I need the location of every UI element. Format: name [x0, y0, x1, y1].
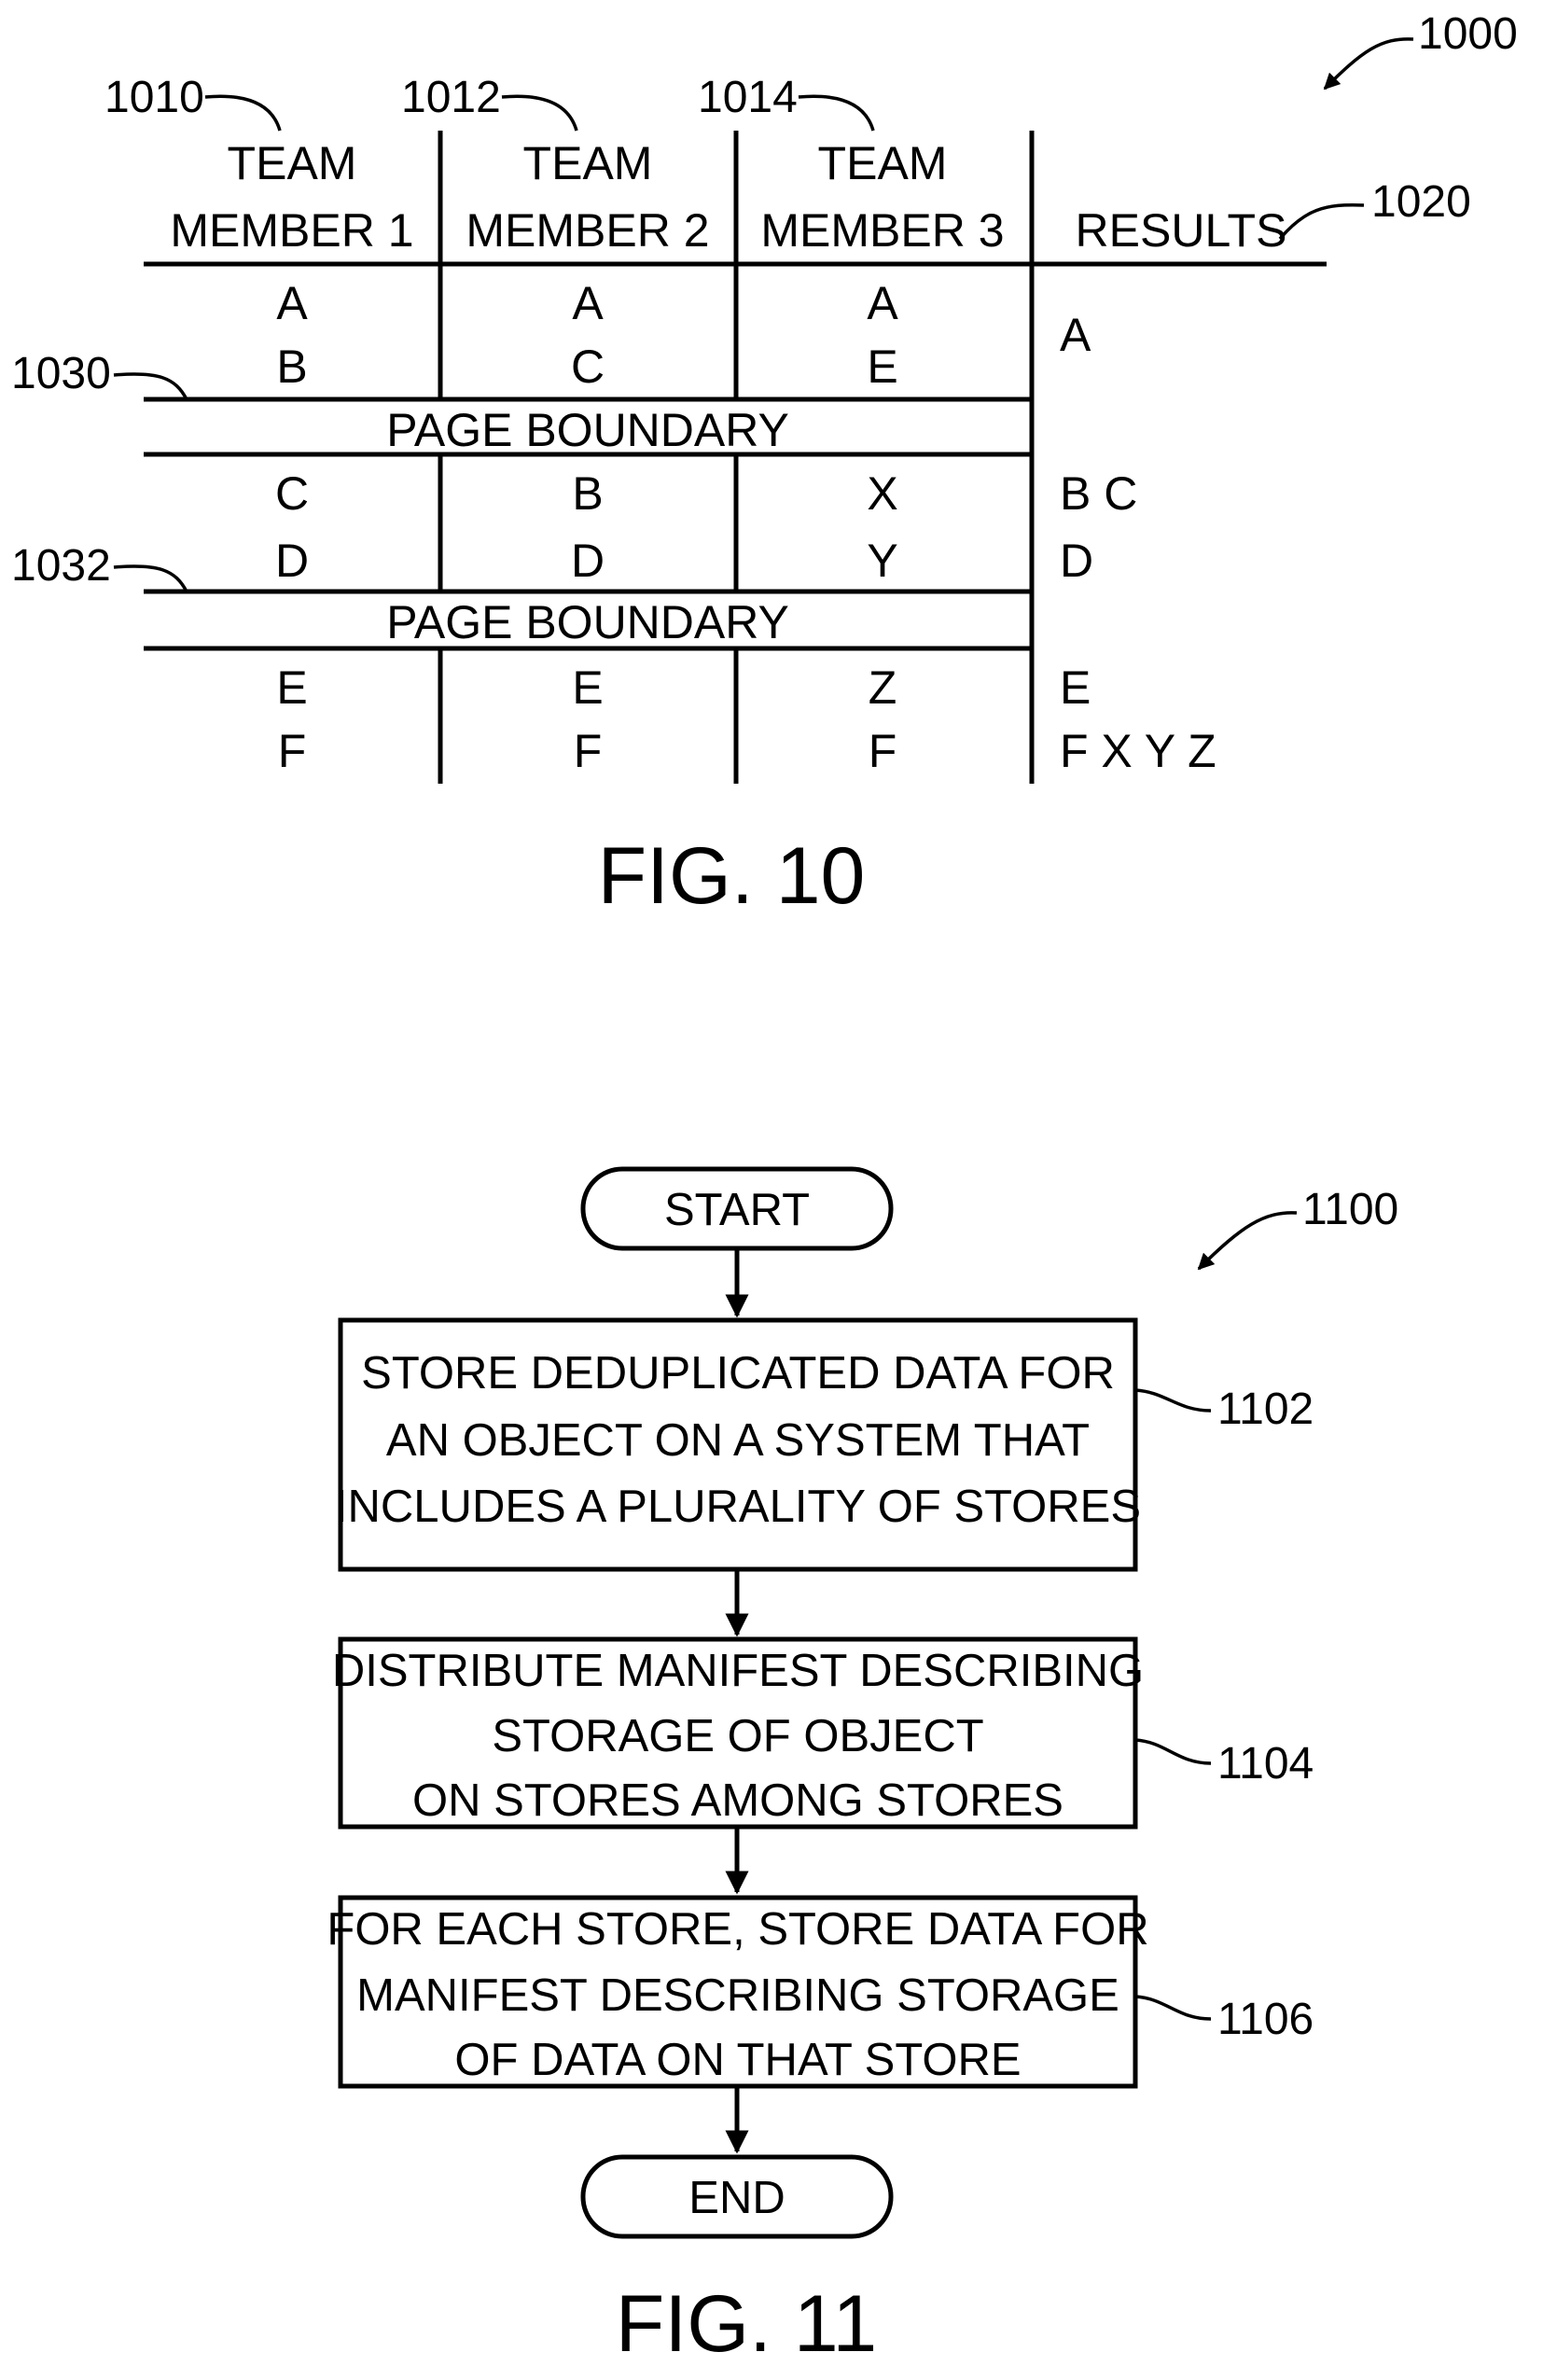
ref-1020: 1020: [1371, 177, 1471, 227]
col-header-results: RESULTS: [1076, 204, 1287, 257]
ref-1030: 1030: [11, 349, 111, 398]
step-1104-line3: ON STORES AMONG STORES: [412, 1775, 1063, 1826]
results-column: A B C D E F X Y Z: [1060, 309, 1216, 777]
cell-r6-c1: F: [278, 725, 307, 777]
end-label: END: [688, 2173, 785, 2223]
table-rows: A A A B C E C B X D D Y E E Z F F F: [275, 277, 898, 777]
result-4: E: [1060, 661, 1091, 714]
cell-r1-c3: A: [867, 277, 898, 329]
step-1106-line1: FOR EACH STORE, STORE DATA FOR: [327, 1904, 1148, 1955]
cell-r1-c1: A: [276, 277, 308, 329]
step-1102-line3: INCLUDES A PLURALITY OF STORES: [335, 1482, 1141, 1532]
cell-r5-c3: Z: [869, 661, 897, 714]
ref-1032-leader: [114, 566, 187, 592]
ref-1020-leader: [1280, 205, 1364, 239]
ref-1100-leader: [1199, 1213, 1297, 1269]
col-header-1-line2: MEMBER 1: [170, 204, 413, 257]
cell-r4-c2: D: [571, 535, 605, 587]
ref-1010-leader: [205, 96, 280, 131]
cell-r3-c1: C: [275, 467, 309, 520]
step-1102-line2: AN OBJECT ON A SYSTEM THAT: [386, 1415, 1090, 1466]
ref-1106: 1106: [1217, 1995, 1314, 2044]
ref-1014-leader: [799, 96, 873, 131]
step-1102-line1: STORE DEDUPLICATED DATA FOR: [361, 1348, 1115, 1399]
ref-1106-leader: [1135, 1997, 1211, 2019]
cell-r6-c2: F: [574, 725, 603, 777]
col-header-2-line1: TEAM: [523, 137, 653, 189]
figure-11: 1100 START STORE DEDUPLICATED DATA FOR A…: [327, 1169, 1398, 2369]
step-1104-line1: DISTRIBUTE MANIFEST DESCRIBING: [332, 1646, 1144, 1696]
cell-r3-c2: B: [572, 467, 603, 520]
step-1106-line2: MANIFEST DESCRIBING STORAGE: [356, 1970, 1119, 2021]
ref-1014: 1014: [698, 73, 798, 122]
ref-1104-leader: [1135, 1740, 1211, 1763]
cell-r3-c3: X: [867, 467, 897, 520]
col-header-3-line1: TEAM: [818, 137, 948, 189]
cell-r4-c1: D: [275, 535, 309, 587]
cell-r6-c3: F: [869, 725, 897, 777]
cell-r2-c3: E: [867, 341, 897, 393]
cell-r2-c1: B: [276, 341, 307, 393]
col-header-1-line1: TEAM: [228, 137, 357, 189]
cell-r2-c2: C: [571, 341, 605, 393]
cell-r1-c2: A: [572, 277, 604, 329]
ref-1000-leader: [1325, 39, 1413, 89]
ref-1100: 1100: [1302, 1185, 1398, 1234]
ref-1012-leader: [502, 96, 577, 131]
ref-1030-leader: [114, 374, 187, 399]
ref-1102-leader: [1135, 1390, 1211, 1411]
fig-11-caption: FIG. 11: [616, 2279, 877, 2369]
step-1106-line3: OF DATA ON THAT STORE: [454, 2035, 1021, 2085]
result-2: B C: [1060, 467, 1137, 520]
start-label: START: [664, 1185, 810, 1235]
step-1104-line2: STORAGE OF OBJECT: [492, 1711, 983, 1761]
ref-1010: 1010: [104, 73, 204, 122]
ref-1032: 1032: [11, 541, 111, 591]
figure-10: 1000 1010 1012 1014 TEAM MEMBER 1 TEAM M…: [11, 9, 1518, 921]
col-header-2-line2: MEMBER 2: [466, 204, 709, 257]
ref-1102: 1102: [1217, 1385, 1314, 1434]
ref-1000: 1000: [1418, 9, 1518, 59]
result-3: D: [1060, 535, 1093, 587]
page-boundary-1-label: PAGE BOUNDARY: [386, 404, 789, 456]
ref-1104: 1104: [1217, 1739, 1314, 1788]
page-boundary-2-label: PAGE BOUNDARY: [386, 596, 789, 648]
ref-1012: 1012: [401, 73, 501, 122]
cell-r4-c3: Y: [867, 535, 897, 587]
fig-10-caption: FIG. 10: [598, 831, 866, 921]
result-1: A: [1060, 309, 1091, 361]
result-5: F X Y Z: [1060, 725, 1216, 777]
cell-r5-c1: E: [276, 661, 307, 714]
cell-r5-c2: E: [572, 661, 603, 714]
col-header-3-line2: MEMBER 3: [760, 204, 1004, 257]
